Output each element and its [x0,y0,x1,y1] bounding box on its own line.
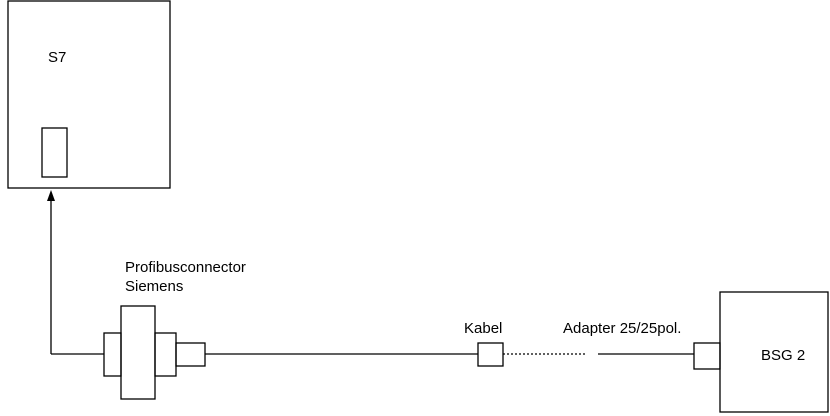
cable-plug [477,342,504,367]
connector-left-cap [103,332,122,377]
s7-label: S7 [48,49,66,66]
bsg-box [719,291,829,413]
connector-plug [175,342,206,367]
connector-body [120,305,156,400]
profibus-label-line1: Profibusconnector [125,259,246,276]
s7-port [41,127,68,178]
bsg-label: BSG 2 [761,347,805,364]
arrow-head-icon [47,190,55,201]
profibus-label-line2: Siemens [125,278,183,295]
adapter-label: Adapter 25/25pol. [563,320,681,337]
connector-right-cap [154,332,177,377]
profibus-connector [103,305,206,400]
s7-box [7,0,171,189]
cable-label: Kabel [464,320,502,337]
adapter-plug [693,342,721,370]
